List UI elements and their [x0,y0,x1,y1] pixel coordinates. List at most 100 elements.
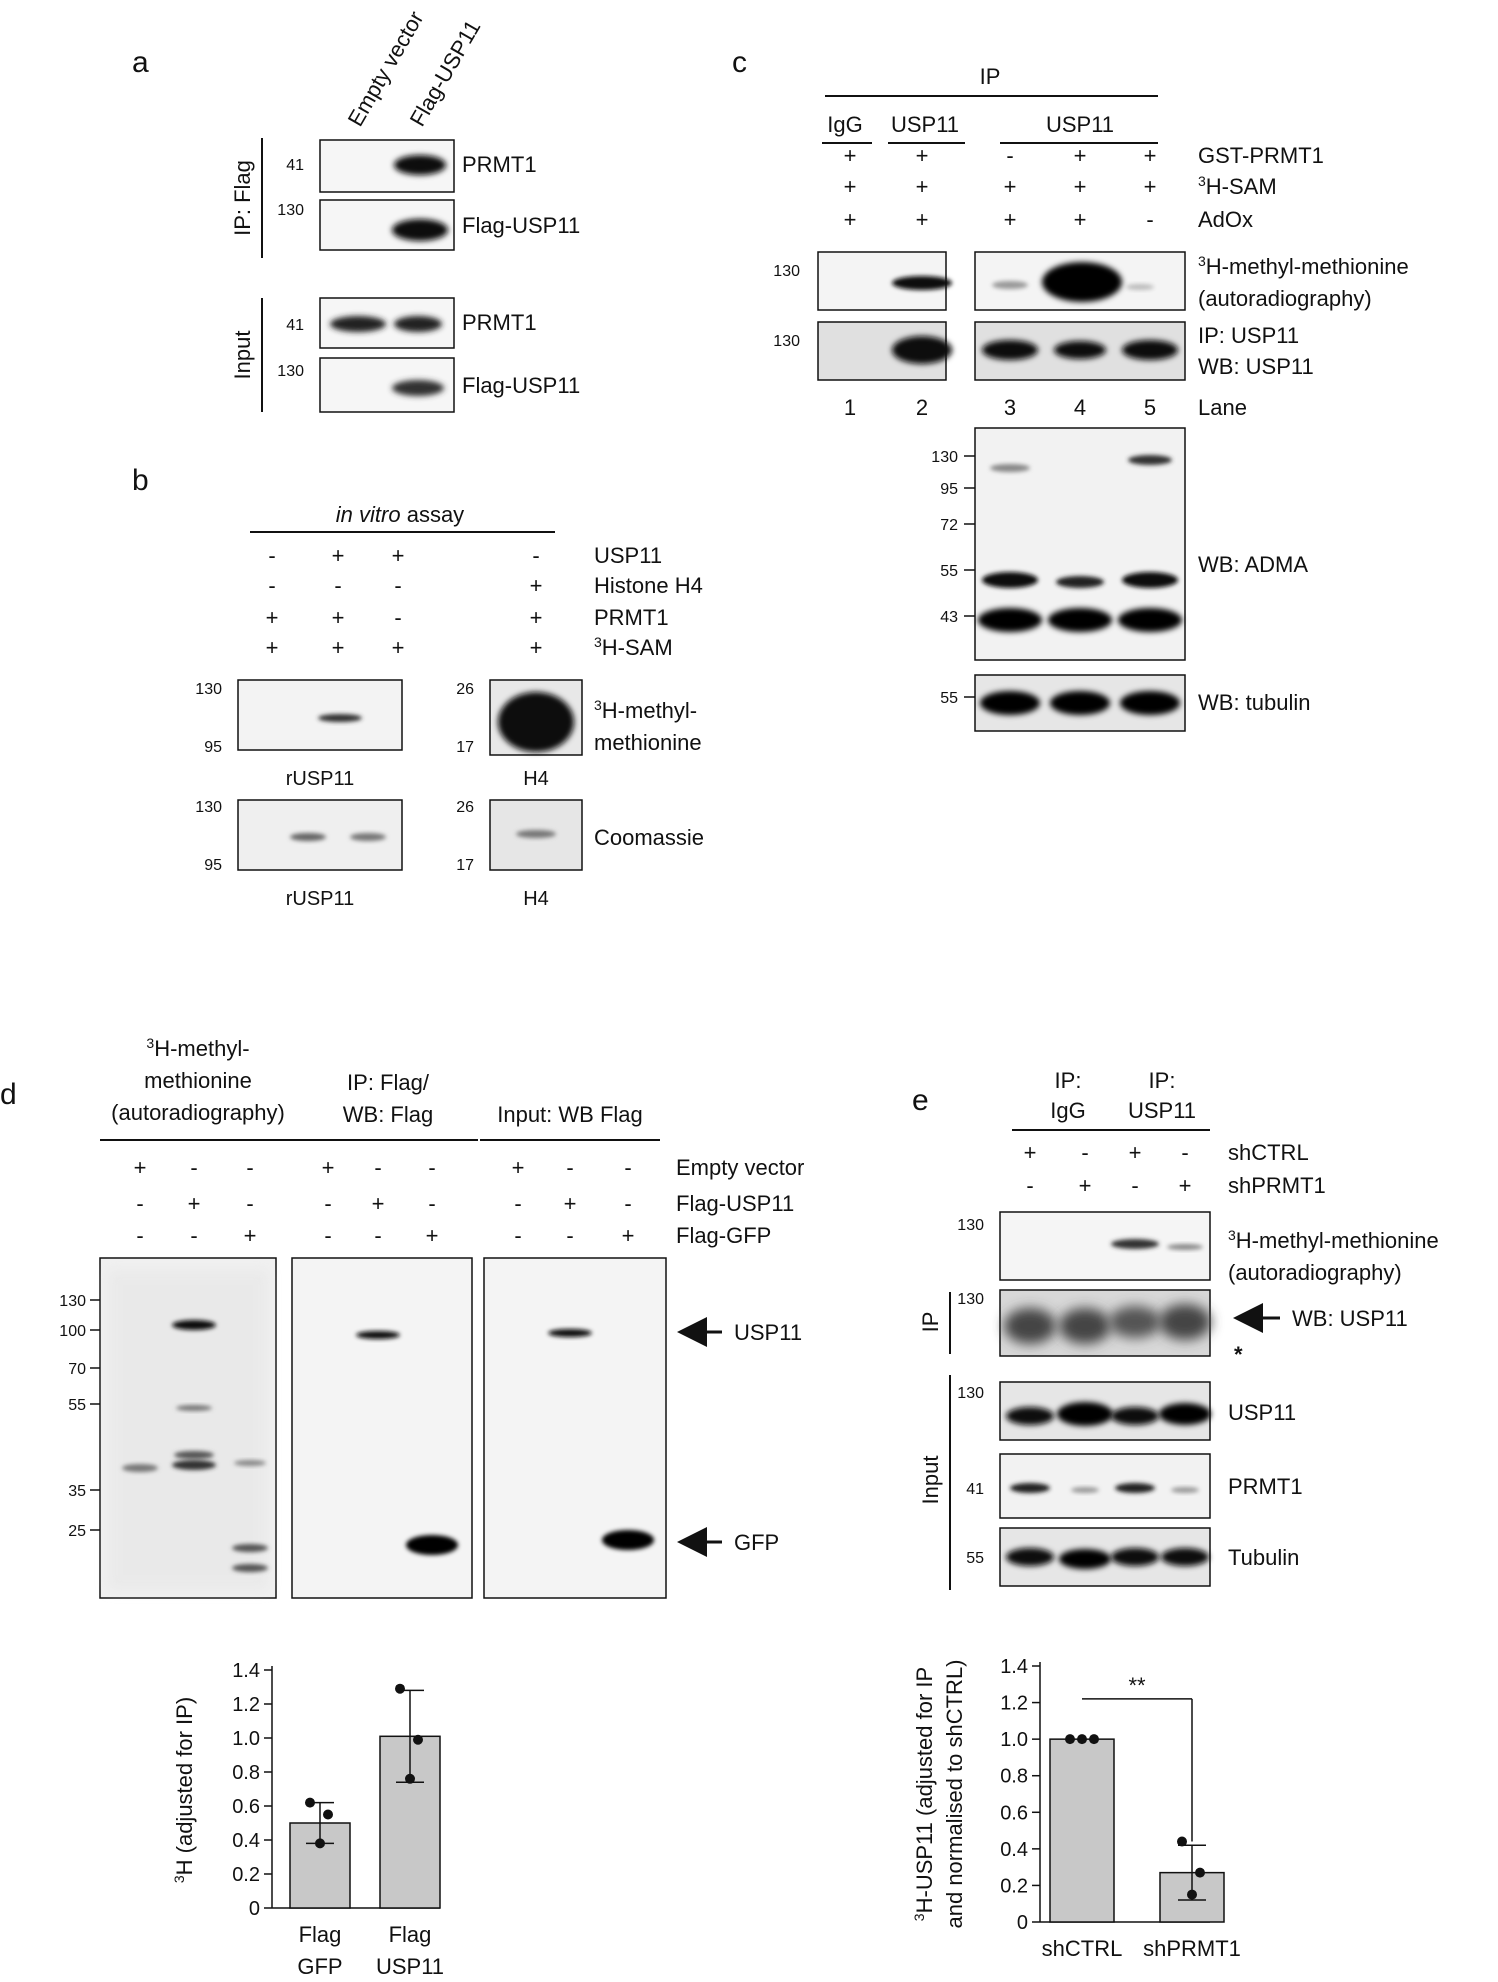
band [1128,455,1172,465]
category-label: GFP [297,1954,342,1979]
band [394,316,442,332]
mw-marker: 25 [68,1523,86,1540]
mw-marker: 55 [68,1397,86,1414]
condition-sign: + [1004,207,1017,232]
lane-number: 5 [1144,395,1156,420]
data-point [1195,1867,1205,1878]
y-tick-label: 0.4 [232,1830,260,1852]
condition-sign: + [1074,174,1087,199]
band [1167,1244,1203,1250]
condition-sign: - [394,573,401,598]
input-label: Input [230,331,255,380]
mw-marker: 72 [940,517,958,534]
condition-sign: + [844,174,857,199]
panel-b: b in vitro assay -++-USP11---+Histone H4… [132,464,704,910]
condition-sign: - [374,1223,381,1248]
mw-marker: 26 [456,799,474,816]
lane-number: 1 [844,395,856,420]
panel-d: d 3H-methyl- methionine (autoradiography… [0,1035,804,1979]
band [232,1544,268,1552]
arrow-label: USP11 [734,1320,802,1345]
band [122,1464,158,1472]
condition-signs: ++-++GST-PRMT1+++++3H-SAM++++-AdOx [844,143,1324,232]
condition-sign: - [514,1191,521,1216]
panel-letter-e: e [912,1084,929,1117]
mw-marker: 130 [957,1385,984,1402]
mw-marker: 41 [966,1481,984,1498]
condition-sign: + [512,1155,525,1180]
y-tick-label: 1.0 [1000,1729,1028,1751]
mw-marker: 43 [940,609,958,626]
condition-sign: - [1146,207,1153,232]
blot-label: PRMT1 [462,310,537,335]
category-label: shCTRL [1042,1936,1123,1961]
condition-sign: + [530,573,543,598]
condition-sign: + [332,635,345,660]
blot-label: 3H-methyl-methionine [1198,253,1409,279]
y-tick-label: 1.0 [232,1728,260,1750]
panel-letter-c: c [732,46,747,79]
col-group-label: IP: [1055,1068,1082,1093]
y-tick-label: 0.6 [232,1796,260,1818]
condition-sign: - [566,1223,573,1248]
band [1048,608,1112,632]
data-point [1077,1734,1087,1745]
lane-number: 3 [1004,395,1016,420]
condition-sign: - [532,543,539,568]
ip-flag-label: IP: Flag [230,160,255,236]
condition-sign: - [324,1191,331,1216]
band [172,1460,216,1470]
condition-sign: + [1144,174,1157,199]
ip-side-label: IP [918,1312,943,1333]
blot-sublabel: H4 [523,768,549,790]
condition-sign: - [514,1223,521,1248]
band [990,464,1030,472]
band [1161,1548,1209,1566]
panel-e: e IP: IgG IP: USP11 +-+-shCTRL-+-+shPRMT… [911,1068,1439,1961]
band [892,276,952,290]
band [290,833,326,841]
condition-sign: - [1006,143,1013,168]
condition-sign: + [622,1223,635,1248]
blot-label: Flag-USP11 [462,213,580,238]
band [1122,340,1178,360]
condition-sign: - [394,605,401,630]
y-tick-label: 0.2 [232,1864,260,1886]
col-group-label: IP: [1149,1068,1176,1093]
band [392,219,448,241]
mw-marker: 130 [773,263,800,280]
condition-label: AdOx [1198,207,1253,232]
blot-label: Flag-USP11 [462,373,580,398]
band [978,608,1042,632]
band [176,1405,212,1411]
mw-marker: 95 [204,739,222,756]
condition-sign: + [1079,1173,1092,1198]
y-tick-label: 1.4 [1000,1656,1028,1678]
mw-marker: 130 [957,1217,984,1234]
condition-sign: - [1181,1140,1188,1165]
mw-marker: 55 [940,563,958,580]
condition-sign: - [428,1191,435,1216]
y-tick-label: 0.8 [232,1762,260,1784]
mw-marker: 17 [456,739,474,756]
band [1006,1548,1054,1566]
band [498,692,574,752]
band [1054,341,1106,359]
col-group-label: USP11 [1128,1098,1196,1123]
section-header: IP: Flag/ [347,1070,430,1095]
condition-label: GST-PRMT1 [1198,143,1324,168]
mw-marker: 130 [773,333,800,350]
mw-marker: 35 [68,1483,86,1500]
y-tick-label: 0.6 [1000,1802,1028,1824]
condition-sign: - [428,1155,435,1180]
condition-sign: - [246,1155,253,1180]
condition-sign: - [246,1191,253,1216]
condition-label: shCTRL [1228,1140,1309,1165]
band [1004,1308,1056,1344]
category-label: Flag [299,1922,342,1947]
input-side-label: Input [918,1456,943,1505]
